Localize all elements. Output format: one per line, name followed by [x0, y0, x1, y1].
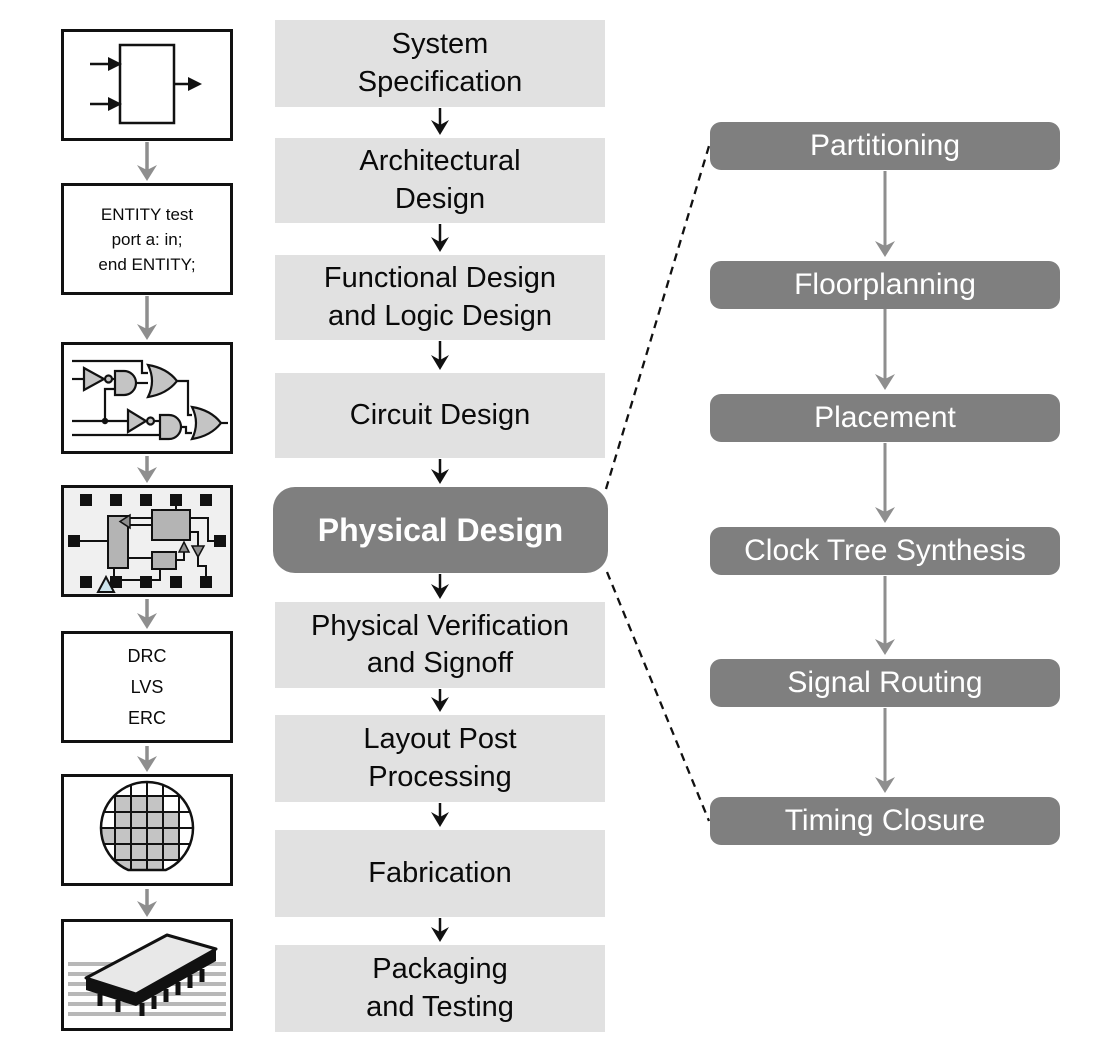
- wire-junction-dot: [101, 417, 109, 425]
- flow-step-functional-logic-design: Functional Design and Logic Design: [275, 255, 605, 340]
- chip-body-side: [136, 949, 216, 1006]
- left-item-packaged-chip: [61, 919, 233, 1031]
- flow-step-circuit-design: Circuit Design: [275, 373, 605, 458]
- left-item-block-diagram: [61, 29, 233, 141]
- block-diagram-icon: [90, 43, 202, 125]
- hdl-code-text: ENTITY test port a: in; end ENTITY;: [98, 204, 196, 274]
- left-item-wafer: [61, 774, 233, 886]
- verification-checks-text: DRC LVS ERC: [127, 645, 167, 728]
- main-flow-arrows: [431, 108, 449, 942]
- left-flow-arrows: [137, 142, 157, 917]
- substep-signal-routing: Signal Routing: [710, 659, 1060, 707]
- substep-timing-closure: Timing Closure: [710, 797, 1060, 845]
- substep-placement: Placement: [710, 394, 1060, 442]
- clock-pin-triangle: [96, 574, 116, 593]
- flow-step-packaging-testing: Packaging and Testing: [275, 945, 605, 1032]
- left-item-hdl-code: ENTITY test port a: in; end ENTITY;: [61, 183, 233, 295]
- chip-body-front: [86, 978, 136, 1006]
- flow-step-fabrication: Fabrication: [275, 830, 605, 917]
- chip-pins: [97, 969, 205, 1016]
- left-item-gate-schematic: [61, 342, 233, 454]
- substep-clock-tree-synthesis: Clock Tree Synthesis: [710, 527, 1060, 575]
- dashed-connector-top: [604, 145, 711, 490]
- packaged-chip-icon: [68, 933, 226, 1016]
- left-item-chip-layout: [61, 485, 233, 597]
- wafer-icon: [99, 780, 195, 872]
- chip-layout-icon: [64, 488, 230, 594]
- flow-step-physical-verification: Physical Verification and Signoff: [275, 602, 605, 688]
- flow-step-physical-design: Physical Design: [273, 487, 608, 573]
- io-pads: [68, 494, 226, 588]
- signal-triangles: [118, 513, 206, 559]
- flow-step-system-specification: System Specification: [275, 20, 605, 107]
- substep-flow-arrows: [875, 171, 895, 793]
- flow-step-architectural-design: Architectural Design: [275, 138, 605, 223]
- macro-blocks: [107, 509, 191, 570]
- gate-schematic-icon: [72, 359, 228, 441]
- chip-top-face: [84, 933, 218, 996]
- substep-partitioning: Partitioning: [710, 122, 1060, 170]
- substep-floorplanning: Floorplanning: [710, 261, 1060, 309]
- flow-step-layout-post-processing: Layout Post Processing: [275, 715, 605, 802]
- die-grid: [101, 782, 193, 870]
- left-item-verification-checks: DRC LVS ERC: [61, 631, 233, 743]
- dashed-connector-bottom: [605, 571, 711, 822]
